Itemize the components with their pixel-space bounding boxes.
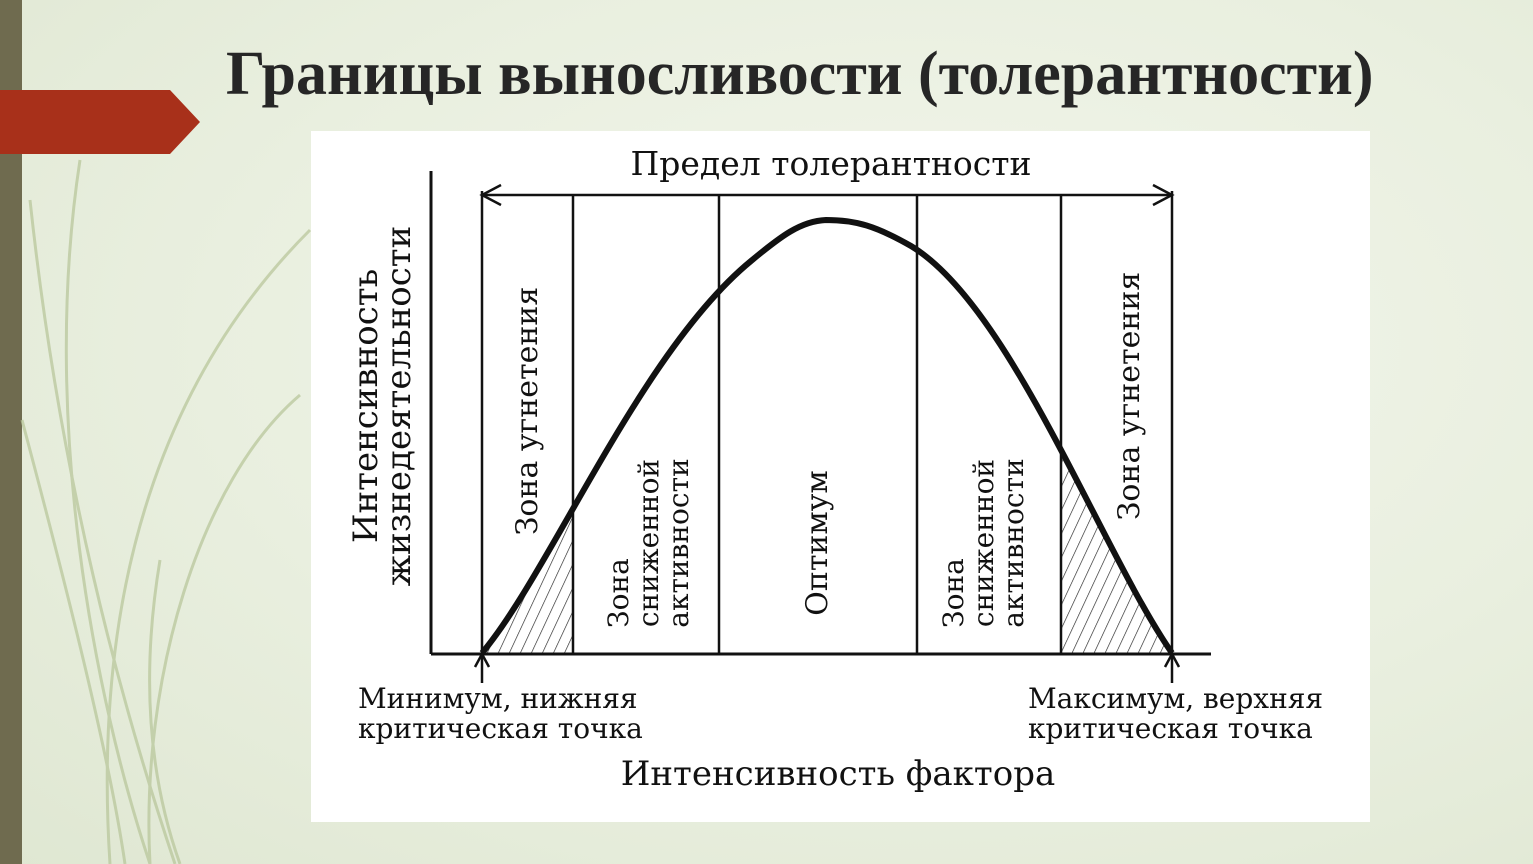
slide-title: Границы выносливости (толерантности) [226,40,1374,108]
tolerance-arrow [479,183,1175,207]
max-point-label-line1: Максимум, верхняя [1028,682,1323,715]
zone-reduced-left-line2: сниженной [632,459,665,627]
max-point-label-line2: критическая точка [1028,712,1313,745]
y-axis-label-line2: жизнедеятельности [379,226,419,586]
tolerance-figure: Предел толерантности Интенсивность жизне… [311,131,1370,822]
zone-reduced-right-line1: Зона [937,558,970,628]
tolerance-curve [479,216,1175,655]
zone-oppression-left-label: Зона угнетения [510,287,545,536]
min-point-label-line1: Минимум, нижняя [358,682,638,715]
oppression-hatch-left [482,508,573,654]
y-axis-label-line1: Интенсивность [346,269,386,543]
zone-reduced-right-line3: активности [997,458,1030,627]
oppression-hatch-right [1061,449,1172,654]
zone-oppression-right-label: Зона угнетения [1112,272,1147,521]
tolerance-diagram: Предел толерантности Интенсивность жизне… [346,144,1323,794]
zone-reduced-left-line3: активности [662,458,695,627]
critical-point-arrows [473,651,1181,683]
left-decor-bar [0,0,22,864]
zone-reduced-left-line1: Зона [602,558,635,628]
min-point-label-line2: критическая точка [358,712,643,745]
x-axis-label: Интенсивность фактора [621,754,1056,794]
grass-decor [20,159,312,864]
zone-optimum-label: Оптимум [800,470,835,616]
red-arrow-tab [0,90,200,154]
zone-reduced-right-line2: сниженной [967,459,1000,627]
tolerance-label: Предел толерантности [631,144,1032,183]
zone-boundaries [480,191,1174,654]
